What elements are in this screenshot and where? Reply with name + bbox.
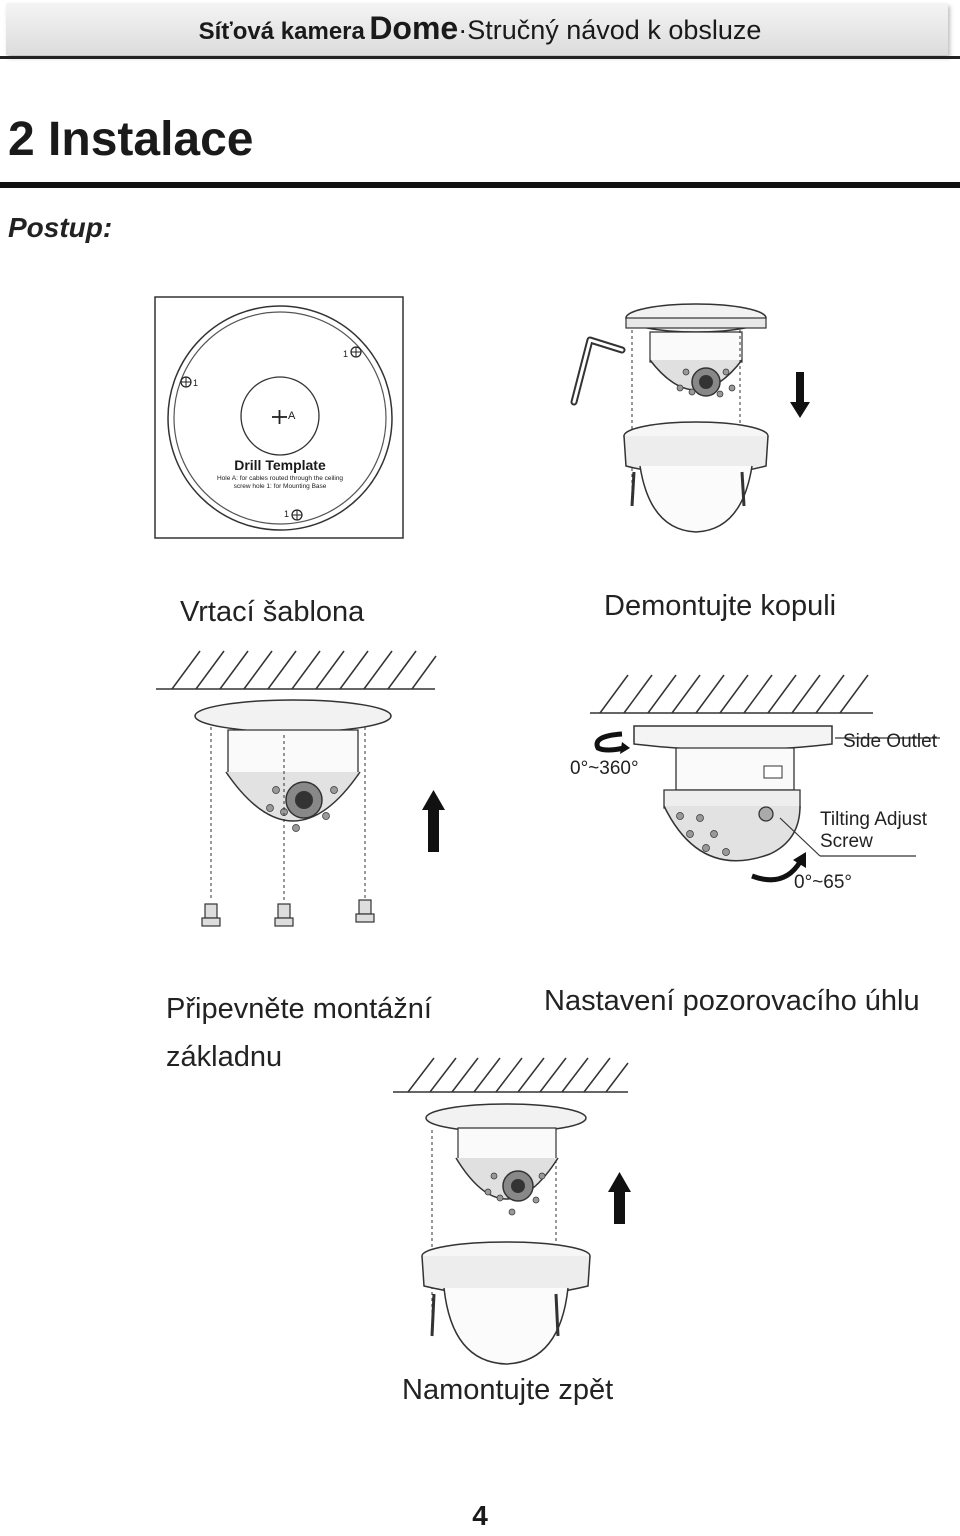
header-title-model: Dome [369, 10, 459, 46]
step-caption-adjust-angle: Nastavení pozorovacího úhlu [544, 985, 920, 1017]
screw-hole-icon [180, 346, 362, 521]
ceiling-hatch [393, 1057, 629, 1093]
tilt-screw-label: Tilting Adjust Screw [820, 809, 928, 852]
drill-screw-label: 1 [193, 378, 199, 388]
ceiling-hatch [156, 650, 437, 690]
step-caption-remove-dome: Demontujte kopuli [604, 590, 837, 622]
arrow-up-icon [422, 790, 445, 852]
step-caption-drill-template: Vrtací šablona [180, 596, 365, 628]
pan-range-label: 0°~360° [570, 758, 639, 779]
side-outlet-label: Side Outlet [843, 731, 937, 752]
section-rule [0, 182, 960, 188]
arrow-down-icon [790, 372, 810, 418]
allen-key-icon [570, 336, 626, 406]
drill-hole-a-label: A [288, 410, 296, 422]
step-caption-remount: Namontujte zpět [402, 1374, 614, 1406]
drill-screw-label: 1 [343, 349, 349, 359]
header-title-separator: · [458, 15, 468, 45]
header-title-product: Síťová kamera [198, 18, 365, 45]
page-header: Síťová kamera Dome·Stručný návod k obslu… [0, 0, 960, 60]
drill-template-note: Hole A: for cables routed through the ce… [216, 475, 344, 482]
drill-template-note: screw hole 1: for Mounting Base [233, 483, 327, 490]
header-title-guide: Stručný návod k obsluze [467, 15, 762, 45]
ceiling-hatch [590, 674, 873, 714]
page-number: 4 [472, 1500, 488, 1531]
header-background [6, 3, 948, 55]
screw-icon [201, 899, 375, 927]
procedure-label: Postup: [8, 212, 113, 243]
section-title: 2 Instalace [8, 113, 254, 166]
arrow-up-icon [608, 1172, 631, 1224]
step-caption-mount-base: Připevněte montážní základnu [166, 993, 432, 1073]
tilt-range-label: 0°~65° [794, 872, 852, 893]
rotate-pan-icon [594, 731, 630, 754]
drill-template-title: Drill Template [234, 457, 326, 473]
drill-screw-label: 1 [284, 509, 290, 519]
rotate-tilt-icon [751, 852, 806, 883]
header-rule [0, 56, 960, 59]
header-title: Síťová kamera Dome·Stručný návod k obslu… [0, 10, 960, 47]
